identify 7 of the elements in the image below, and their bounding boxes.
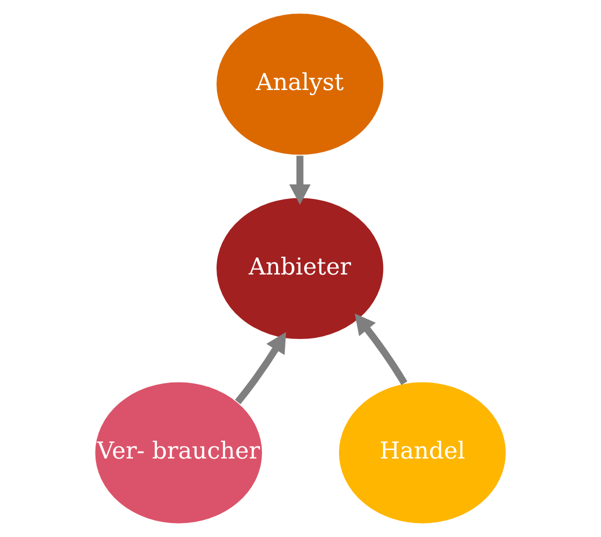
- node-ellipse: Ver- braucher: [94, 381, 264, 524]
- node-ellipse: Analyst: [215, 12, 384, 156]
- arrow: [289, 156, 311, 205]
- arrow: [235, 332, 286, 404]
- node-ellipse: Anbieter: [215, 196, 384, 340]
- node-ellipse: Handel: [338, 381, 507, 524]
- arrow: [354, 314, 408, 385]
